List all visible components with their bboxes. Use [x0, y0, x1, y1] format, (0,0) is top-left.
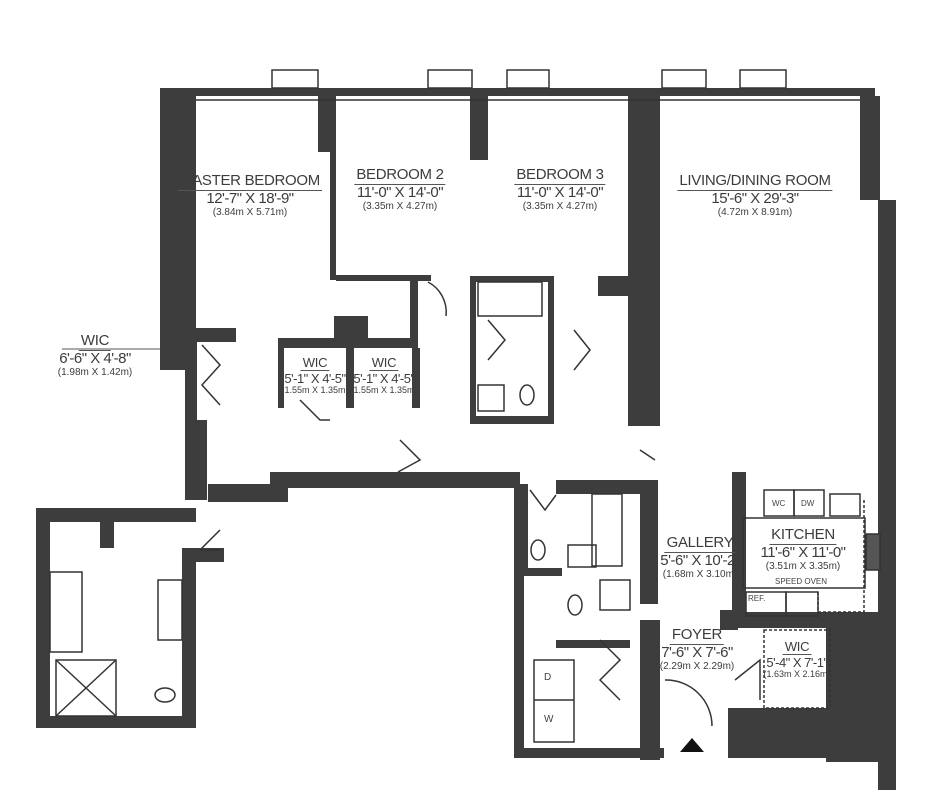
room-name: WIC [369, 355, 399, 372]
room-metric: (2.29m X 2.29m) [659, 661, 735, 672]
room-name: LIVING/DINING ROOM [677, 172, 833, 191]
room-metric: (1.98m X 1.42m) [57, 367, 133, 378]
room-name: BEDROOM 3 [514, 166, 606, 185]
speed-oven-label: SPEED OVEN [775, 577, 828, 586]
room-label-foyer: FOYER 7'-6" X 7'-6" (2.29m X 2.29m) [660, 626, 734, 672]
wine-cooler-label: WC [772, 499, 786, 508]
room-label-bedroom-2: BEDROOM 2 11'-0" X 14'-0" (3.35m X 4.27m… [354, 166, 446, 212]
room-dims: 11'-0" X 14'-0" [356, 183, 444, 201]
room-metric: (4.72m X 8.91m) [717, 207, 793, 218]
room-metric: 1.55m X 1.35m [284, 384, 346, 395]
room-label-bedroom-3: BEDROOM 3 11'-0" X 14'-0" (3.35m X 4.27m… [514, 166, 606, 212]
room-label-foyer-wic: WIC 5'-4" X 7'-1" (1.63m X 2.16m) [763, 638, 830, 680]
room-dims: 5'-1" X 4'-5" [353, 370, 415, 386]
room-dims: 5'-6" X 10'-2" [660, 551, 740, 569]
room-dims: 15'-6" X 29'-3" [711, 189, 799, 207]
dryer-label: D [544, 672, 552, 683]
room-label-kitchen: KITCHEN 11'-6" X 11'-0" (3.51m X 3.35m) [760, 526, 846, 572]
entrance-arrow-icon [680, 738, 704, 752]
room-label-master-wic: WIC 6'-6" X 4'-8" (1.98m X 1.42m) [58, 332, 132, 378]
room-name: FOYER [669, 626, 725, 645]
room-dims: 5'-4" X 7'-1" [766, 654, 828, 670]
room-name: WIC [78, 332, 112, 351]
room-dims: 11'-0" X 14'-0" [516, 183, 604, 201]
room-name: BEDROOM 2 [354, 166, 446, 185]
room-dims: 6'-6" X 4'-8" [59, 349, 131, 367]
dishwasher-label: DW [801, 499, 815, 508]
refrigerator-label: REF. [748, 594, 766, 603]
room-name: WIC [300, 355, 330, 372]
room-dims: 7'-6" X 7'-6" [661, 643, 733, 661]
room-label-master-bedroom: MASTER BEDROOM 12'-7" X 18'-9" (3.84m X … [178, 172, 322, 218]
room-name: MASTER BEDROOM [178, 172, 322, 191]
room-label-wic-2: WIC 5'-1" X 4'-5" 1.55m X 1.35m [284, 354, 346, 396]
room-metric: (3.35m X 4.27m) [362, 201, 438, 212]
room-dims: 5'-1" X 4'-5" [284, 370, 346, 386]
room-metric: 1.55m X 1.35m [353, 384, 415, 395]
room-dims: 12'-7" X 18'-9" [206, 189, 294, 207]
room-name: WIC [782, 639, 812, 656]
room-label-wic-3: WIC 5'-1" X 4'-5" 1.55m X 1.35m [353, 354, 415, 396]
room-label-gallery: GALLERY 5'-6" X 10'-2" (1.68m X 3.10m) [660, 534, 740, 580]
room-metric: (3.35m X 4.27m) [522, 201, 598, 212]
room-metric: (3.51m X 3.35m) [765, 561, 841, 572]
room-name: KITCHEN [769, 526, 837, 545]
room-label-living-dining: LIVING/DINING ROOM 15'-6" X 29'-3" (4.72… [677, 172, 833, 218]
room-metric: (1.68m X 3.10m) [662, 569, 738, 580]
washer-label: W [544, 714, 554, 725]
room-name: GALLERY [664, 534, 736, 553]
room-metric: (1.63m X 2.16m) [763, 668, 831, 679]
fixtures [49, 69, 881, 743]
room-metric: (3.84m X 5.71m) [212, 207, 288, 218]
walls [36, 88, 896, 790]
room-dims: 11'-6" X 11'-0" [760, 543, 846, 561]
